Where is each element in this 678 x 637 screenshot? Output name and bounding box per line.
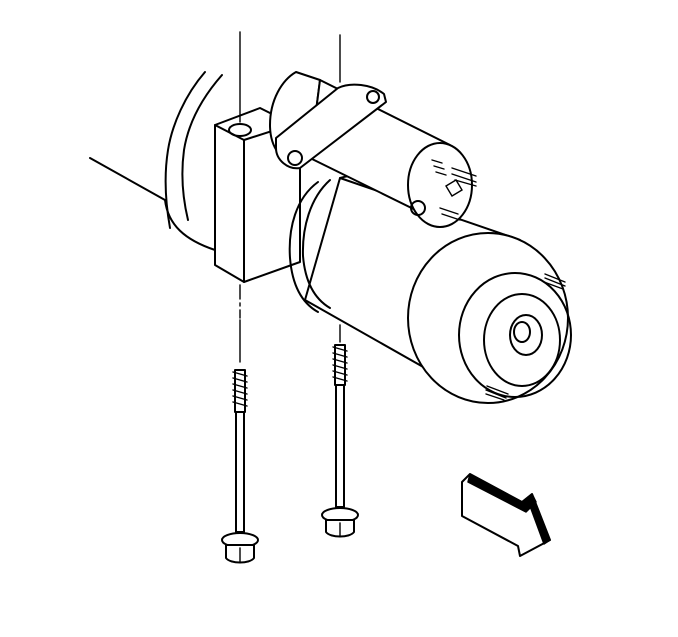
starter-nose: [407, 232, 572, 404]
mounting-bolt-1: [221, 369, 259, 564]
mounting-bolt-2: [321, 344, 359, 538]
alignment-centerlines: [239, 31, 341, 363]
engine-block-outline: [89, 71, 223, 251]
solenoid-terminals: [410, 159, 477, 221]
forward-direction-arrow-icon: [461, 473, 551, 557]
